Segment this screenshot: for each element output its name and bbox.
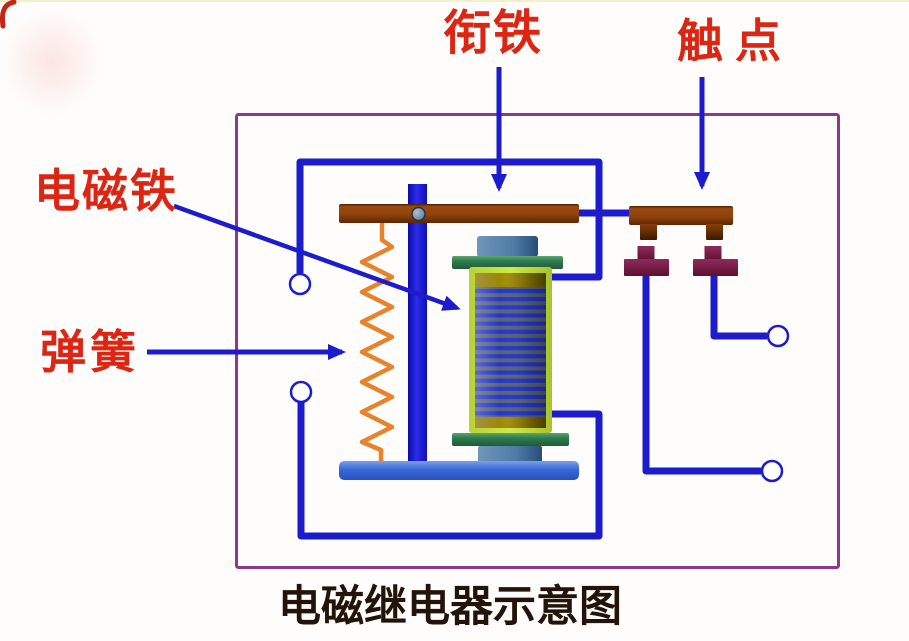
fixed-contact-right <box>693 246 738 276</box>
iron-core-post <box>408 184 427 465</box>
coil-assembly <box>452 236 569 463</box>
fixed-contact-left-tip <box>637 246 655 261</box>
corner-artifact-mark <box>0 0 17 29</box>
coil-cap-bottom <box>478 446 542 463</box>
electromagnet-label: 电磁铁 <box>34 165 178 217</box>
fixed-contact-right-tip <box>704 246 722 261</box>
fixed-contact-right-base <box>693 259 738 276</box>
electromagnet-pointer-arrow <box>173 203 461 311</box>
contact-arm-bar <box>629 206 733 225</box>
coil-shading <box>475 273 546 428</box>
coil-flange-top <box>452 256 563 269</box>
contact-arm-assembly <box>629 206 733 240</box>
spring-zigzag <box>359 219 395 465</box>
base-bar <box>339 461 579 480</box>
terminal-right-upper <box>766 324 790 348</box>
coil-bottom-wire <box>297 402 603 540</box>
contact-label: 触点 <box>677 15 793 67</box>
terminal-bottom-left <box>289 380 313 404</box>
fixed-contact-left-base <box>624 259 669 276</box>
terminal-right-lower <box>760 459 784 483</box>
spring-label: 弹簧 <box>40 326 140 378</box>
left-contact-wire <box>642 274 761 475</box>
fixed-contact-left <box>624 246 669 276</box>
coil-cap-top <box>477 236 538 257</box>
moving-contact-right <box>706 224 723 240</box>
armature-bar <box>339 204 579 223</box>
right-contact-wire <box>710 274 767 340</box>
moving-contact-left <box>640 224 657 240</box>
coil-top-wire <box>296 158 603 281</box>
coil-flange-bottom <box>452 433 569 446</box>
relay-outline-box <box>235 113 840 569</box>
terminal-top-left <box>288 272 312 296</box>
armature-pivot-pin <box>411 206 426 222</box>
armature-label: 衔铁 <box>443 7 543 60</box>
diagram-caption: 电磁继电器示意图 <box>278 582 622 632</box>
